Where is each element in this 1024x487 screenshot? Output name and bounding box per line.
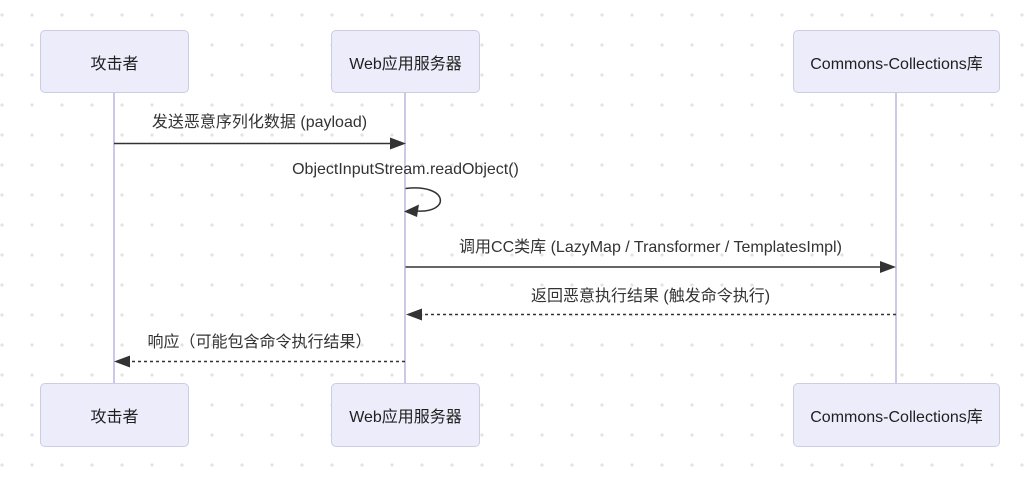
actor-box-cclib-top: Commons-Collections库 bbox=[793, 30, 1000, 93]
arrowhead-readobject-selfloop bbox=[404, 204, 419, 217]
actor-label-attacker-top: 攻击者 bbox=[90, 55, 139, 73]
message-label-response: 响应（可能包含命令执行结果） bbox=[147, 334, 372, 351]
actor-box-webserver-bottom: Web应用服务器 bbox=[331, 383, 480, 447]
actor-box-webserver-top: Web应用服务器 bbox=[331, 30, 480, 93]
actor-label-cclib-bottom: Commons-Collections库 bbox=[810, 409, 983, 426]
actor-box-attacker-bottom: 攻击者 bbox=[40, 383, 189, 447]
lifeline-attacker bbox=[113, 93, 115, 383]
actor-box-cclib-bottom: Commons-Collections库 bbox=[793, 383, 1000, 447]
arrowhead-response bbox=[114, 355, 130, 368]
arrowhead-return-exec bbox=[406, 308, 422, 321]
message-label-call-cc: 调用CC类库 (LazyMap / Transformer / Template… bbox=[459, 239, 842, 256]
arrowhead-call-cc bbox=[880, 261, 896, 273]
actor-label-webserver-top: Web应用服务器 bbox=[349, 55, 462, 73]
arrowhead-send-payload bbox=[390, 137, 406, 150]
lifeline-cclib bbox=[895, 93, 897, 383]
actor-box-attacker-top: 攻击者 bbox=[40, 30, 189, 93]
message-label-return-exec: 返回恶意执行结果 (触发命令执行) bbox=[530, 288, 771, 305]
lifeline-webserver bbox=[404, 93, 406, 383]
message-line-readobject-selfloop bbox=[405, 187, 442, 212]
message-label-readobject: ObjectInputStream.readObject() bbox=[292, 161, 519, 178]
actor-label-cclib-top: Commons-Collections库 bbox=[810, 55, 983, 73]
message-label-send-payload: 发送恶意序列化数据 (payload) bbox=[151, 114, 368, 131]
actor-label-attacker-bottom: 攻击者 bbox=[90, 409, 139, 426]
actor-label-webserver-bottom: Web应用服务器 bbox=[349, 409, 462, 426]
